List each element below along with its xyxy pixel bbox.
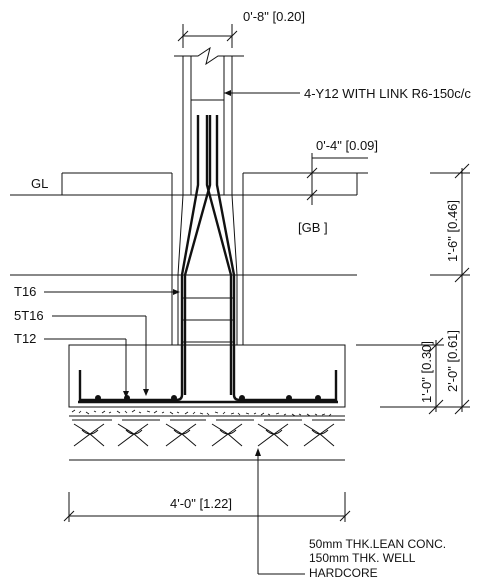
hardcore-label-1: 150mm THK. WELL [309,551,416,565]
footing-thickness-label: 1'-0" [0.30] [419,341,434,403]
rebar-dot [315,395,321,401]
rebar-dot [239,395,245,401]
hardcore-layer [69,419,345,461]
depth-above-beam-label: 1'-6" [0.46] [445,200,460,262]
slab-offset-dimension: 0'-4" [0.09] [296,138,378,205]
column-rebar-leader: 4-Y12 WITH LINK R6-150c/c [224,86,471,101]
depth-beam-to-base-label: 2'-0" [0.61] [445,330,460,392]
column [174,46,244,195]
base-layers-leader: 50mm THK.LEAN CONC. 150mm THK. WELL HARD… [255,448,446,580]
rebar-dot [171,395,177,401]
right-vertical-dimensions: 1'-6" [0.46] 2'-0" [0.61] 1'-0" [0.30] [356,163,470,415]
column-rebar-label: 4-Y12 WITH LINK R6-150c/c [304,86,471,101]
footing-width-label: 4'-0" [1.22] [170,496,232,511]
5t16-label: 5T16 [14,308,44,323]
column-main-bars [78,115,338,402]
pedestal: [GB ] [10,173,357,345]
footing-pad [68,344,346,408]
col-width-label: 0'-8" [0.20] [243,9,305,24]
hardcore-label-2: HARDCORE [309,566,378,580]
pedestal-links [182,297,234,343]
lean-conc-label: 50mm THK.LEAN CONC. [309,537,446,551]
slab-offset-label: 0'-4" [0.09] [316,138,378,153]
footing-width-dimension: 4'-0" [1.22] [63,492,351,522]
grade-beam-label: [GB ] [298,220,328,235]
ground-slab: GL [10,172,358,196]
rebar-dot [286,395,292,401]
gl-label: GL [31,176,48,191]
rebar-dot [124,395,130,401]
lean-concrete-layer [69,406,345,417]
t16-label: T16 [14,284,36,299]
t12-label: T12 [14,331,36,346]
col-width-dimension: 0'-8" [0.20] [177,9,305,48]
bar-callouts: T16 5T16 T12 [14,284,180,398]
rebar-dot [95,395,101,401]
